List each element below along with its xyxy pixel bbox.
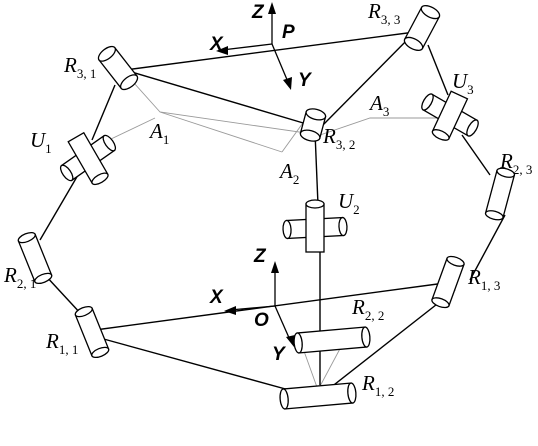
axis-label-Z-top: Z — [251, 2, 265, 23]
label-R33: R3, 3 — [367, 0, 400, 27]
label-A3: A3 — [368, 91, 389, 119]
platform-construction-lines — [87, 72, 445, 396]
frame-P-axes — [216, 2, 292, 90]
joint-U1-universal — [59, 131, 117, 186]
joint-R32-cylinder — [299, 108, 327, 142]
label-U2: U2 — [338, 189, 360, 217]
axis-label-X-top: X — [209, 34, 224, 55]
label-U3: U3 — [452, 69, 474, 97]
joint-R22-cylinder — [293, 326, 371, 354]
label-R11: R1, 1 — [45, 329, 78, 357]
axis-label-Y-bottom: Y — [272, 344, 287, 365]
frame-label-O: O — [254, 310, 269, 331]
axis-label-X-bottom: X — [209, 287, 224, 308]
label-R21: R2, 1 — [3, 263, 36, 291]
joint-R11-cylinder — [74, 305, 110, 359]
joint-R23-cylinder — [484, 167, 516, 221]
label-R22: R2, 2 — [351, 295, 384, 323]
joint-U3-universal — [421, 90, 479, 141]
label-A1: A1 — [148, 119, 169, 147]
label-R12: R1, 2 — [361, 371, 394, 399]
joint-U2-universal — [282, 199, 348, 253]
diagram-labels: Z P X Y Z O X Y R3, 1 R3, 3 R3, 2 U1 U3 … — [3, 0, 532, 399]
label-R13: R1, 3 — [467, 265, 500, 293]
frame-O-axes — [224, 261, 295, 347]
label-R32: R3, 2 — [322, 124, 355, 152]
axis-label-Z-bottom: Z — [253, 246, 267, 267]
frame-label-P: P — [282, 22, 295, 43]
joint-R21-cylinder — [17, 231, 53, 285]
joint-R12-cylinder — [279, 382, 357, 410]
label-U1: U1 — [30, 128, 52, 156]
label-A2: A2 — [278, 159, 299, 187]
joint-cylinders — [17, 5, 516, 410]
axis-label-Y-top: Y — [298, 70, 313, 91]
joint-R31-cylinder — [97, 45, 139, 91]
joint-R13-cylinder — [431, 255, 465, 309]
joint-R33-cylinder — [403, 5, 441, 51]
label-R23: R2, 3 — [499, 149, 532, 177]
mechanism-links — [39, 31, 506, 394]
label-R31: R3, 1 — [63, 53, 96, 81]
